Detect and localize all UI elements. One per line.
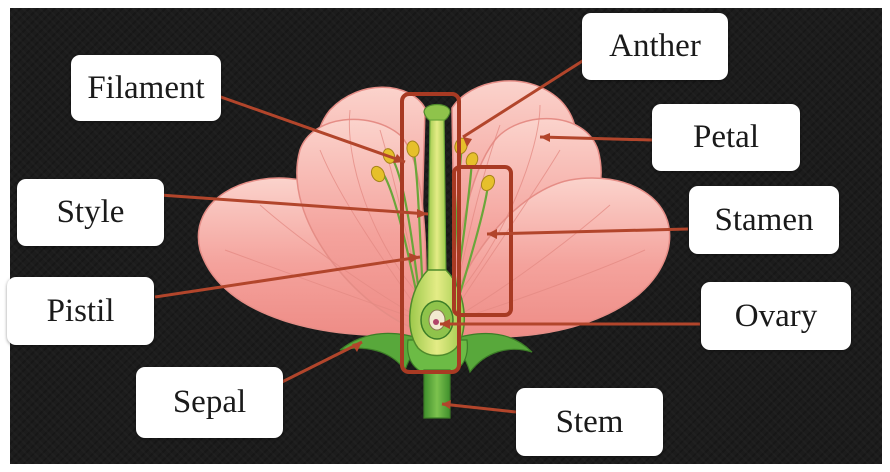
label-pistil: Pistil [7,277,154,345]
label-anther: Anther [582,13,728,80]
label-ovary: Ovary [701,282,851,350]
label-sepal: Sepal [136,367,283,438]
label-stem: Stem [516,388,663,456]
label-style: Style [17,179,164,246]
style-shape [428,120,446,280]
label-filament: Filament [71,55,221,121]
label-stamen: Stamen [689,186,839,254]
stigma [424,105,450,123]
stem-shape [424,370,450,418]
leader-sepal [280,342,362,383]
leader-stem [442,404,516,412]
label-petal: Petal [652,104,800,171]
ovule-nucleus [433,319,439,325]
